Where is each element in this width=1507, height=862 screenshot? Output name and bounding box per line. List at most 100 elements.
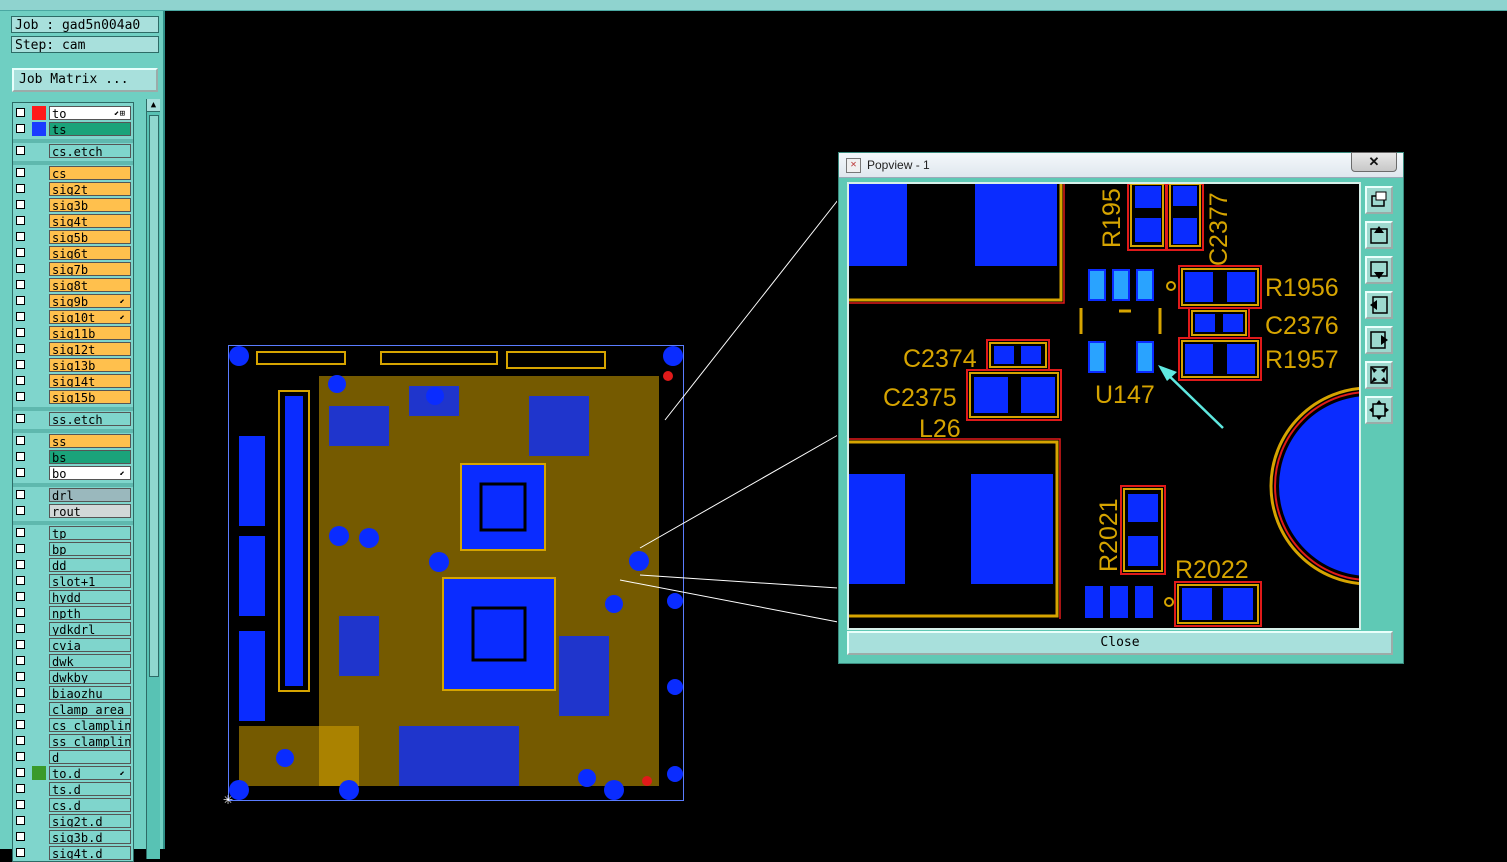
- layer-row-cs-etch[interactable]: cs.etch: [13, 144, 133, 159]
- layer-row-sig12t[interactable]: sig12t: [13, 342, 133, 357]
- layer-row-ss-etch[interactable]: ss.etch: [13, 412, 133, 427]
- layer-checkbox[interactable]: [16, 344, 25, 353]
- layer-row-sig4t[interactable]: sig4t: [13, 214, 133, 229]
- layer-color-swatch[interactable]: [32, 294, 46, 308]
- layer-row-ts-d[interactable]: ts.d: [13, 782, 133, 797]
- layer-color-swatch[interactable]: [32, 590, 46, 604]
- layer-checkbox[interactable]: [16, 528, 25, 537]
- layer-checkbox[interactable]: [16, 784, 25, 793]
- layer-checkbox[interactable]: [16, 720, 25, 729]
- layer-checkbox[interactable]: [16, 200, 25, 209]
- layer-checkbox[interactable]: [16, 608, 25, 617]
- layer-name[interactable]: rout: [49, 504, 131, 518]
- layer-row-sig8t[interactable]: sig8t: [13, 278, 133, 293]
- layer-name[interactable]: sig10t⬋: [49, 310, 131, 324]
- layer-name[interactable]: bp: [49, 542, 131, 556]
- layer-checkbox[interactable]: [16, 108, 25, 117]
- layer-row-sig6t[interactable]: sig6t: [13, 246, 133, 261]
- layer-checkbox[interactable]: [16, 560, 25, 569]
- layer-color-swatch[interactable]: [32, 278, 46, 292]
- layer-color-swatch[interactable]: [32, 814, 46, 828]
- layer-color-swatch[interactable]: [32, 182, 46, 196]
- layer-row-to-d[interactable]: to.d⬋: [13, 766, 133, 781]
- job-matrix-button[interactable]: Job Matrix ...: [12, 68, 158, 92]
- layer-name[interactable]: to.d⬋: [49, 766, 131, 780]
- layer-color-swatch[interactable]: [32, 166, 46, 180]
- layer-row-tp[interactable]: tp: [13, 526, 133, 541]
- layer-checkbox[interactable]: [16, 280, 25, 289]
- layer-color-swatch[interactable]: [32, 358, 46, 372]
- layer-row-cs[interactable]: cs: [13, 166, 133, 181]
- layer-checkbox[interactable]: [16, 184, 25, 193]
- layer-color-swatch[interactable]: [32, 702, 46, 716]
- layer-name[interactable]: tp: [49, 526, 131, 540]
- layer-color-swatch[interactable]: [32, 374, 46, 388]
- layer-name[interactable]: npth: [49, 606, 131, 620]
- layer-color-swatch[interactable]: [32, 542, 46, 556]
- layer-row-sig15b[interactable]: sig15b: [13, 390, 133, 405]
- layer-name[interactable]: dwkby: [49, 670, 131, 684]
- layer-color-swatch[interactable]: [32, 670, 46, 684]
- layer-color-swatch[interactable]: [32, 342, 46, 356]
- layer-row-clamp-area[interactable]: clamp_area: [13, 702, 133, 717]
- layer-color-swatch[interactable]: [32, 326, 46, 340]
- layer-checkbox[interactable]: [16, 592, 25, 601]
- layer-color-swatch[interactable]: [32, 412, 46, 426]
- layer-color-swatch[interactable]: [32, 390, 46, 404]
- layer-name[interactable]: bo⬋: [49, 466, 131, 480]
- layer-row-npth[interactable]: npth: [13, 606, 133, 621]
- layer-row-dwk[interactable]: dwk: [13, 654, 133, 669]
- layer-color-swatch[interactable]: [32, 686, 46, 700]
- layer-row-biaozhu[interactable]: biaozhu: [13, 686, 133, 701]
- layer-name[interactable]: sig6t: [49, 246, 131, 260]
- layer-name[interactable]: sig2t: [49, 182, 131, 196]
- layer-checkbox[interactable]: [16, 672, 25, 681]
- layer-name[interactable]: cvia: [49, 638, 131, 652]
- layer-row-hydd[interactable]: hydd: [13, 590, 133, 605]
- layer-color-swatch[interactable]: [32, 230, 46, 244]
- layer-color-swatch[interactable]: [32, 434, 46, 448]
- scroll-up-icon[interactable]: ▲: [147, 99, 160, 112]
- layer-color-swatch[interactable]: [32, 310, 46, 324]
- layer-color-swatch[interactable]: [32, 262, 46, 276]
- layer-row-ss-clampline[interactable]: ss_clampline: [13, 734, 133, 749]
- layer-color-swatch[interactable]: [32, 122, 46, 136]
- layer-name[interactable]: cs: [49, 166, 131, 180]
- layer-color-swatch[interactable]: [32, 488, 46, 502]
- layer-name[interactable]: drl: [49, 488, 131, 502]
- layer-row-rout[interactable]: rout: [13, 504, 133, 519]
- layer-checkbox[interactable]: [16, 264, 25, 273]
- pan-down-icon[interactable]: [1365, 256, 1393, 284]
- layer-color-swatch[interactable]: [32, 526, 46, 540]
- layer-checkbox[interactable]: [16, 490, 25, 499]
- layer-name[interactable]: sig5b: [49, 230, 131, 244]
- layer-checkbox[interactable]: [16, 832, 25, 841]
- layer-row-ts[interactable]: ts: [13, 122, 133, 137]
- layer-row-sig11b[interactable]: sig11b: [13, 326, 133, 341]
- layer-checkbox[interactable]: [16, 506, 25, 515]
- layer-checkbox[interactable]: [16, 656, 25, 665]
- layer-name[interactable]: sig11b: [49, 326, 131, 340]
- layer-checkbox[interactable]: [16, 296, 25, 305]
- popview-titlebar[interactable]: ✕ Popview - 1 ✕: [839, 152, 1403, 178]
- layer-row-bo[interactable]: bo⬋: [13, 466, 133, 481]
- layer-row-sig2t-d[interactable]: sig2t.d: [13, 814, 133, 829]
- layer-row-cs-d[interactable]: cs.d: [13, 798, 133, 813]
- layer-color-swatch[interactable]: [32, 798, 46, 812]
- popview-close-button[interactable]: Close: [847, 631, 1393, 655]
- layer-checkbox[interactable]: [16, 576, 25, 585]
- layer-checkbox[interactable]: [16, 452, 25, 461]
- layer-row-slot-1[interactable]: slot+1: [13, 574, 133, 589]
- layer-checkbox[interactable]: [16, 232, 25, 241]
- zoom-window-icon[interactable]: [1365, 186, 1393, 214]
- layer-name[interactable]: dd: [49, 558, 131, 572]
- layer-row-to[interactable]: to⬋⊞: [13, 106, 133, 121]
- layer-name[interactable]: biaozhu: [49, 686, 131, 700]
- layer-row-sig14t[interactable]: sig14t: [13, 374, 133, 389]
- layer-row-ydkdrl[interactable]: ydkdrl: [13, 622, 133, 637]
- layer-row-drl[interactable]: drl: [13, 488, 133, 503]
- layer-checkbox[interactable]: [16, 436, 25, 445]
- layer-checkbox[interactable]: [16, 168, 25, 177]
- layer-row-sig13b[interactable]: sig13b: [13, 358, 133, 373]
- layer-checkbox[interactable]: [16, 376, 25, 385]
